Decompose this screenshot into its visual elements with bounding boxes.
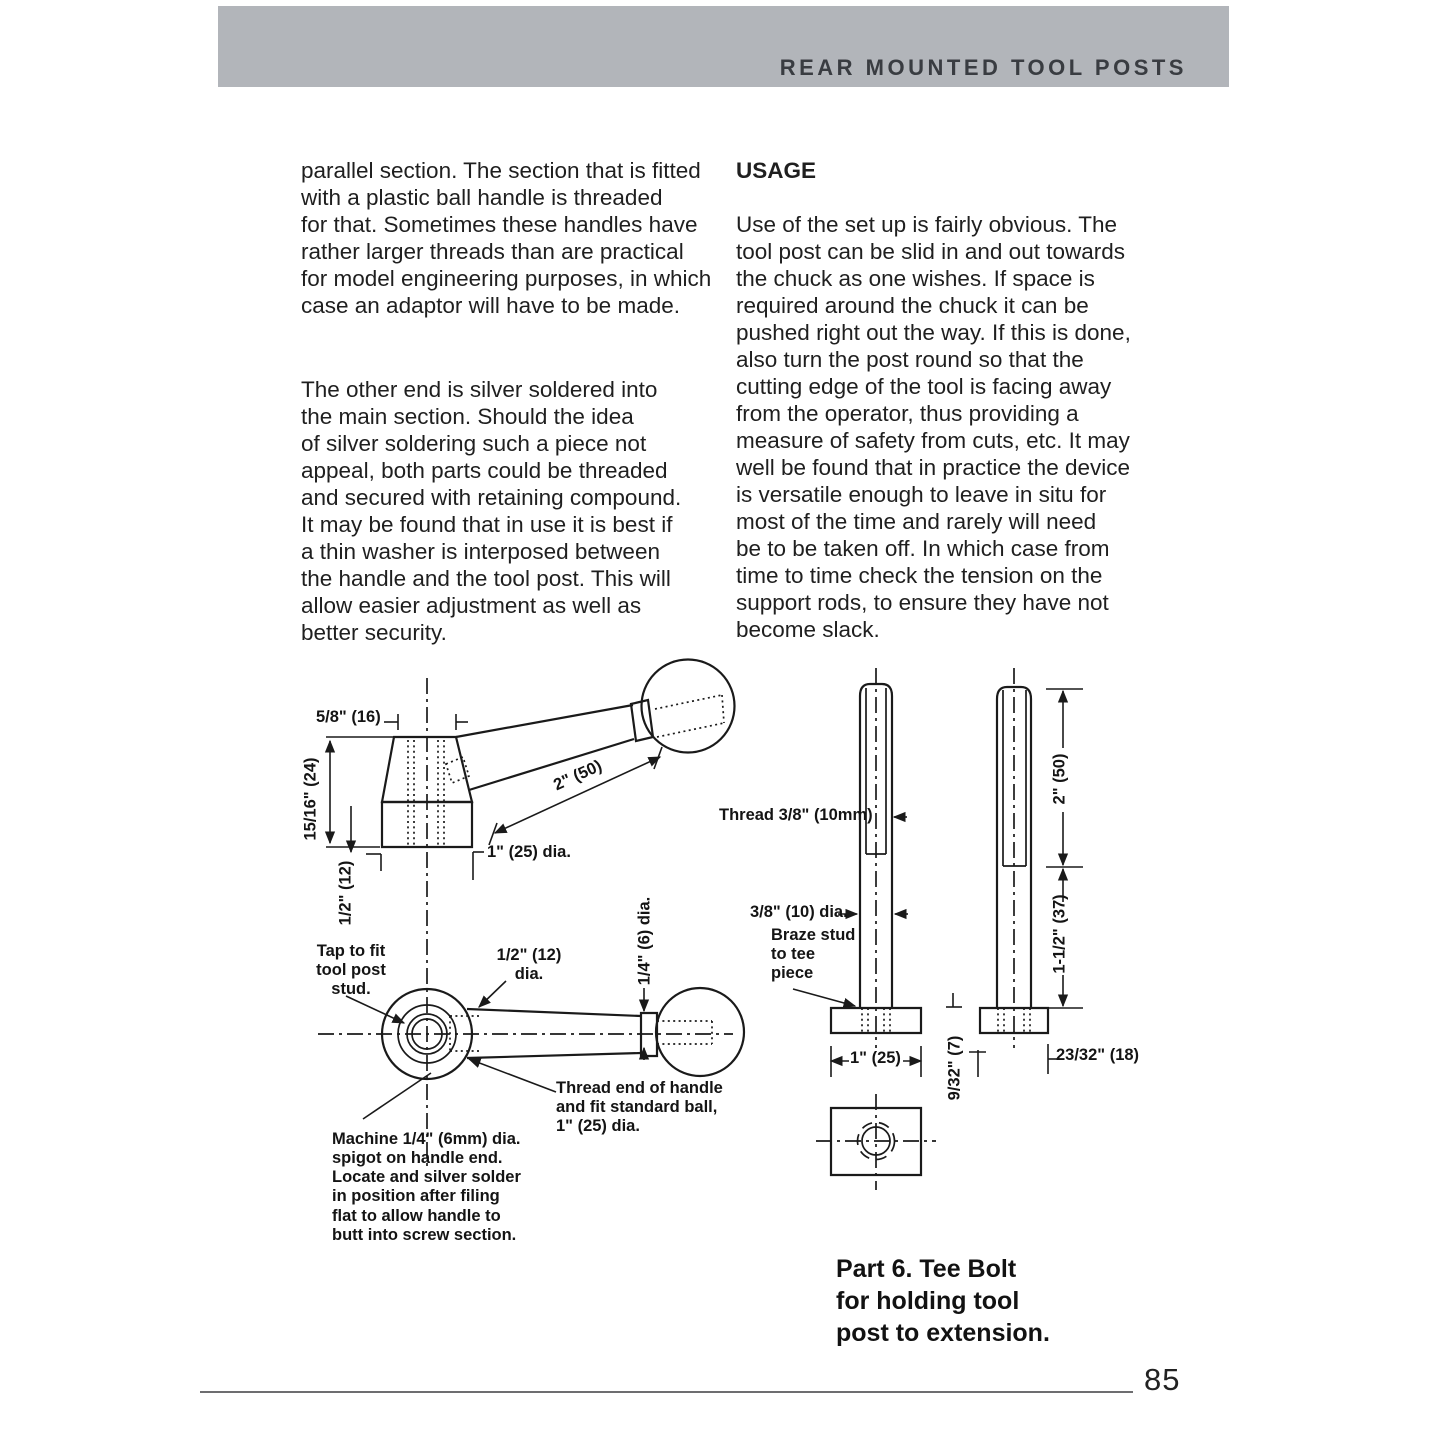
dim-label-1in: 1" (25) — [850, 1049, 901, 1067]
handle-bottom-line — [468, 737, 635, 792]
note-machine-spigot: Machine 1/4" (6mm) dia. spigot on handle… — [332, 1130, 521, 1244]
label-thread-3-8: Thread 3/8" (10mm) — [719, 806, 873, 824]
boss-outer-circle — [380, 987, 474, 1081]
handle-plan-view — [318, 980, 746, 1120]
boss-middle-circle — [397, 1004, 457, 1064]
dim-tick — [653, 746, 663, 770]
note-thread-end: Thread end of handle and fit standard ba… — [556, 1079, 723, 1136]
dim-label-2in-right: 2" (50) — [1050, 753, 1069, 805]
handle-plan-bottom — [466, 1051, 642, 1060]
dim-tick — [488, 822, 498, 846]
leader-half-dia — [478, 980, 507, 1008]
dim-label-half-left: 1/2" (12) — [336, 860, 355, 926]
usage-heading: USAGE — [736, 158, 817, 183]
ball-thread-hidden — [721, 694, 725, 724]
body-lower-outline — [380, 800, 474, 849]
tee-bolt-side-view — [946, 668, 1083, 1077]
dim-label-3-8-dia: 3/8" (10) dia. — [750, 903, 848, 921]
usage-paragraph: Use of the set up is fairly obvious. The… — [736, 212, 1131, 642]
dim-label-half-dia: 1/2" (12) dia. — [496, 946, 562, 984]
note-braze-stud: Braze stud to tee piece — [771, 926, 856, 983]
page-title: REAR MOUNTED TOOL POSTS — [779, 55, 1187, 80]
tee-piece-outline — [829, 1006, 923, 1035]
right-column: USAGE Use of the set up is fairly obviou… — [736, 130, 1188, 700]
tapped-hole-circle — [406, 1013, 448, 1055]
handle-top-line — [455, 703, 634, 739]
dim-label-1in-dia: 1" (25) dia. — [487, 843, 571, 861]
figure-caption: Part 6. Tee Bolt for holding tool post t… — [836, 1255, 1050, 1347]
leader-braze — [792, 988, 857, 1008]
left-paragraph-1: parallel section. The section that is fi… — [301, 158, 712, 318]
tapped-hole-core-circle — [411, 1018, 443, 1050]
leader-tap-to-fit — [345, 995, 406, 1024]
ball-thread-hidden — [656, 722, 725, 738]
note-tap-to-fit: Tap to fit tool post stud. — [316, 942, 386, 999]
ball-plan-circle — [654, 986, 746, 1078]
ferrule-plan-outline — [639, 1011, 659, 1058]
footer-rule — [200, 1391, 1133, 1393]
header-bar: REAR MOUNTED TOOL POSTS — [218, 6, 1229, 87]
tee-thread-circle — [856, 1121, 896, 1161]
left-column: parallel section. The section that is fi… — [301, 130, 753, 703]
dim-label-5-8: 5/8" (16) — [316, 708, 381, 726]
ball-circle — [640, 658, 736, 754]
stud-outline — [858, 682, 894, 1008]
tee-bolt-front-view — [792, 668, 923, 1077]
spigot-hole-hidden-line — [444, 755, 471, 785]
tee-piece-plan-view — [816, 1094, 936, 1190]
stud-outline — [995, 685, 1033, 1008]
tee-plan-outline — [829, 1106, 923, 1177]
leader-thread-end — [467, 1058, 557, 1093]
page-number: 85 — [1144, 1362, 1181, 1397]
dim-label-23-32: 23/32" (18) — [1056, 1046, 1140, 1064]
tee-hole-circle — [861, 1126, 891, 1156]
side-view-dimensions — [324, 714, 663, 880]
dim-label-9-32: 9/32" (7) — [945, 1035, 964, 1101]
leader-machine-note — [362, 1072, 432, 1120]
tee-piece-outline — [978, 1006, 1050, 1035]
dim-label-quarter-dia: 1/4" (6) dia. — [635, 896, 654, 986]
ball-thread-hidden — [654, 694, 723, 710]
left-paragraph-2: The other end is silver soldered into th… — [301, 377, 682, 645]
dim-label-15-16: 15/16" (24) — [301, 757, 320, 841]
dim-label-1-5in: 1-1/2" (37) — [1050, 894, 1069, 974]
handle-plan-top — [466, 1007, 642, 1018]
dim-line-2in — [493, 756, 662, 834]
